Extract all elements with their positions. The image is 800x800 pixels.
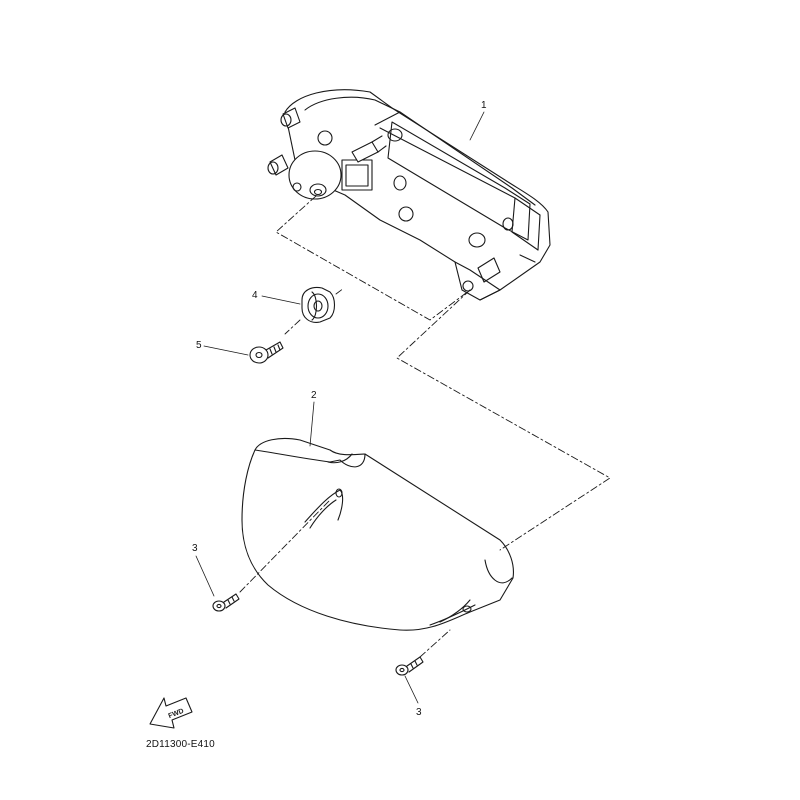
callout-part-4: 4 <box>252 290 258 301</box>
assembly-guide-lines <box>239 195 611 658</box>
screw <box>395 656 424 676</box>
callout-part-3-left: 3 <box>192 543 198 554</box>
screw <box>212 593 240 612</box>
mounting-stud <box>267 154 289 176</box>
callout-part-3-bottom: 3 <box>416 707 422 718</box>
drawing-code: 2D11300-E410 <box>146 739 215 750</box>
mounting-stud <box>280 107 301 129</box>
leader-lines <box>195 111 485 704</box>
screw <box>249 341 284 364</box>
callout-part-5: 5 <box>196 340 202 351</box>
callout-part-2: 2 <box>311 390 317 401</box>
meter-assembly <box>267 89 551 301</box>
forward-arrow-icon: FWD <box>149 697 193 729</box>
grommet <box>301 286 336 323</box>
meter-cover <box>241 437 514 631</box>
mounting-stud <box>462 257 501 292</box>
callout-part-1: 1 <box>481 100 487 111</box>
